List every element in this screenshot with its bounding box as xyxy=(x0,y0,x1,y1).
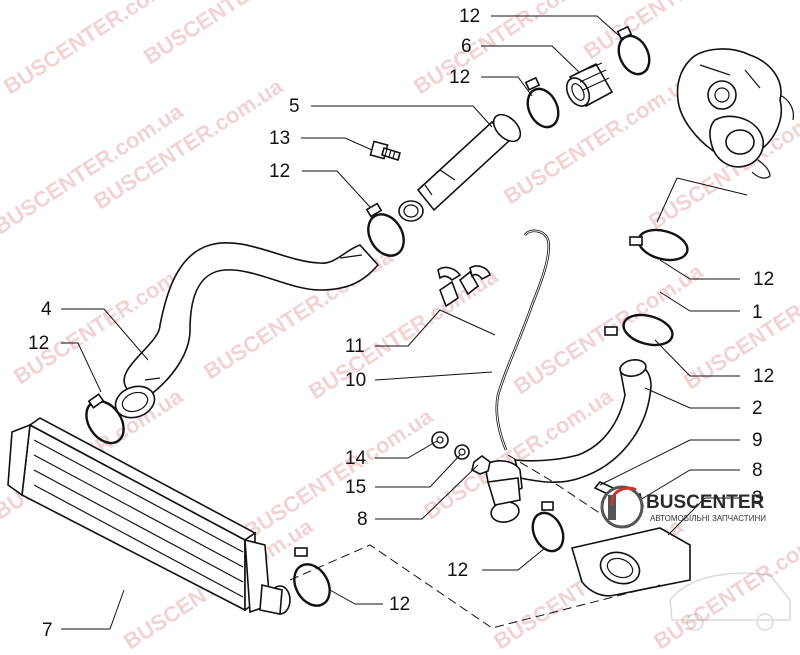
nut-part-8 xyxy=(471,455,491,475)
callout-12: 12 xyxy=(389,594,410,615)
turbocharger-part xyxy=(676,48,795,179)
intercooler-part-7 xyxy=(7,417,291,615)
callout-8: 8 xyxy=(752,460,763,481)
intake-pipe-part-5 xyxy=(398,113,522,222)
callout-11: 11 xyxy=(345,336,365,357)
callout-1: 1 xyxy=(752,302,763,323)
callout-4: 4 xyxy=(41,299,52,320)
hose-clamp-part-12 xyxy=(616,25,651,76)
hose-clamp-part-12 xyxy=(293,547,331,607)
callout-12: 12 xyxy=(269,161,290,182)
hose-clamp-part-12 xyxy=(629,228,689,262)
van-watermark-icon xyxy=(669,572,791,631)
hose-part-3 xyxy=(570,527,691,597)
callout-12: 12 xyxy=(449,67,470,88)
pipe-part-2 xyxy=(484,359,652,523)
callout-12: 12 xyxy=(753,269,774,290)
callout-3: 3 xyxy=(752,488,763,509)
connector-line xyxy=(656,177,678,223)
connector-line xyxy=(676,177,748,196)
dashed-relation-line xyxy=(289,544,661,629)
callout-14: 14 xyxy=(345,448,367,469)
hose-clamp-part-12 xyxy=(365,202,405,257)
callout-15: 15 xyxy=(345,477,366,498)
watermark-text: BUSCENTER.com.ua xyxy=(239,403,438,544)
dashed-relation-line xyxy=(507,454,611,521)
callout-labels: 12 6 12 5 13 12 4 12 11 10 14 15 8 12 7 … xyxy=(28,6,774,641)
callout-12: 12 xyxy=(447,560,468,581)
clip-part-11 xyxy=(437,265,491,308)
callout-7: 7 xyxy=(42,620,53,641)
callout-10: 10 xyxy=(345,370,366,391)
brand-logo: BUSCENTER АВТОМОБІЛЬНІ ЗАПЧАСТИНИ xyxy=(600,485,766,529)
sleeve-part-6 xyxy=(565,62,614,108)
washer-part-14 xyxy=(431,431,449,449)
watermark-text: BUSCENTER.com.ua xyxy=(139,0,338,69)
callout-13: 13 xyxy=(269,128,290,149)
callout-5: 5 xyxy=(289,96,300,117)
washer-part-15 xyxy=(454,444,470,460)
brand-name: BUSCENTER xyxy=(646,492,765,513)
leader-lines xyxy=(61,15,740,630)
hose-clamp-part-12 xyxy=(524,76,560,129)
brand-subtitle: АВТОМОБІЛЬНІ ЗАПЧАСТИНИ xyxy=(650,514,766,523)
hose-part-4 xyxy=(114,242,380,419)
bolt-part-13 xyxy=(369,140,401,162)
hose-clamp-part-12 xyxy=(531,501,565,553)
tube-part-10 xyxy=(495,229,551,451)
callout-8: 8 xyxy=(357,509,368,530)
hose-clamp-part-12 xyxy=(604,313,674,347)
callout-12: 12 xyxy=(459,6,480,27)
callout-12: 12 xyxy=(753,366,774,387)
callout-9: 9 xyxy=(752,430,763,451)
callout-12: 12 xyxy=(28,333,49,354)
callout-6: 6 xyxy=(461,36,472,57)
callout-2: 2 xyxy=(752,398,763,419)
